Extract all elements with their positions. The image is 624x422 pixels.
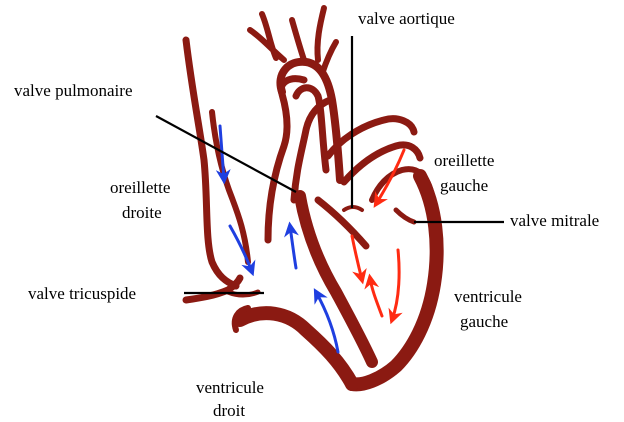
pulmonary-vein-lower (344, 145, 420, 182)
red-flow-arrow-atrium (376, 150, 404, 204)
label-valve-aortique: valve aortique (358, 9, 455, 28)
heart-anatomy (186, 8, 437, 384)
label-oreillette-droite-line1: oreillette (110, 178, 170, 197)
red-flow-arrow-ventricle-up (392, 250, 399, 320)
label-ventricule-gauche-line1: ventricule (454, 287, 522, 306)
label-valve-tricuspide: valve tricuspide (28, 284, 136, 303)
label-oreillette-droite-line2: droite (122, 203, 162, 222)
superior-vena-cava-outer-wall (186, 40, 236, 286)
right-ventricle-wall (240, 313, 352, 384)
mitral-valve-leaflet (396, 210, 414, 222)
label-ventricule-droit-line2: droit (213, 401, 245, 420)
red-flow-arrow-lower (370, 278, 382, 316)
label-ventricule-droit-line1: ventricule (196, 378, 264, 397)
aorta-branch-1 (250, 14, 284, 60)
superior-vena-cava-inner-wall (212, 112, 248, 262)
aorta-branch-2 (292, 20, 304, 60)
label-valve-mitrale: valve mitrale (510, 211, 599, 230)
blue-flow-arrow-ventricle-up (290, 226, 296, 268)
label-ventricule-gauche-line2: gauche (460, 312, 508, 331)
label-oreillette-gauche-line2: gauche (440, 176, 488, 195)
aorta-branch-3 (317, 8, 336, 74)
label-oreillette-gauche-line1: oreillette (434, 151, 494, 170)
label-valve-pulmonaire: valve pulmonaire (14, 81, 133, 100)
